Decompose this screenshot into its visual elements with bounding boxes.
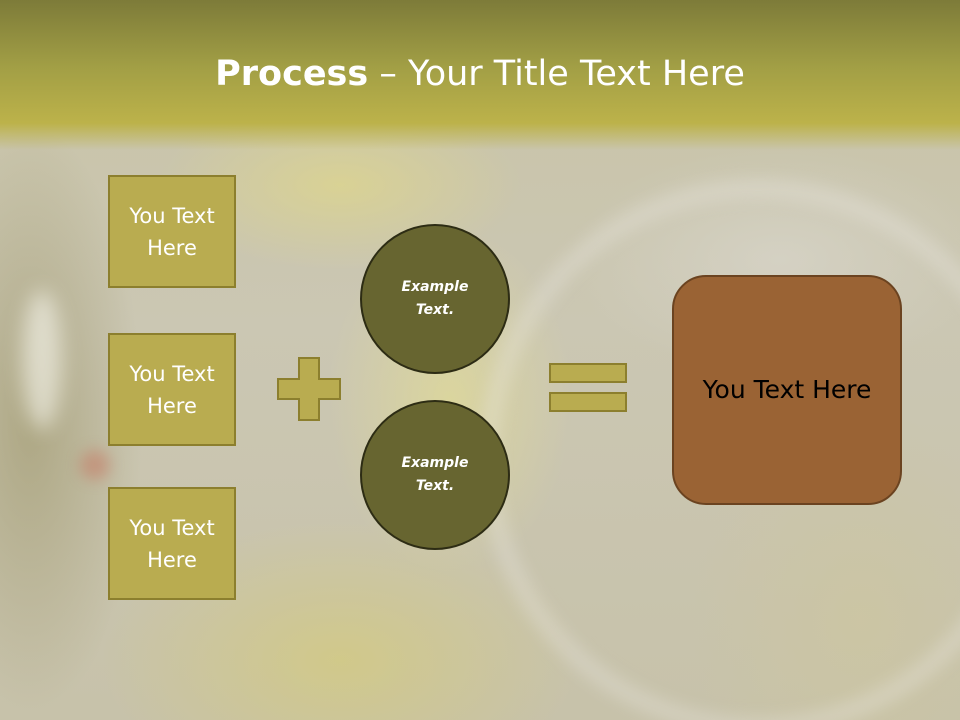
title-rest: – Your Title Text Here: [368, 54, 745, 94]
example-circle-2-label: Example Text.: [401, 455, 469, 494]
text-box-3-label: You Text Here: [129, 515, 215, 572]
background-glare: [22, 290, 62, 430]
equals-bar-bottom: [549, 392, 627, 412]
text-box-2: You Text Here: [108, 333, 236, 446]
text-box-1-label: You Text Here: [129, 203, 215, 260]
text-box-1: You Text Here: [108, 175, 236, 288]
plus-icon: [277, 357, 341, 421]
example-circle-1: Example Text.: [360, 224, 510, 374]
title-bar: [0, 0, 960, 150]
text-box-2-label: You Text Here: [129, 361, 215, 418]
result-box: You Text Here: [672, 275, 902, 505]
title-bold: Process: [215, 54, 369, 94]
slide-title: Process – Your Title Text Here: [0, 52, 960, 96]
background-spot: [80, 450, 110, 480]
example-circle-2: Example Text.: [360, 400, 510, 550]
example-circle-1-label: Example Text.: [401, 279, 469, 318]
equals-bar-top: [549, 363, 627, 383]
text-box-3: You Text Here: [108, 487, 236, 600]
result-box-label: You Text Here: [702, 375, 872, 404]
